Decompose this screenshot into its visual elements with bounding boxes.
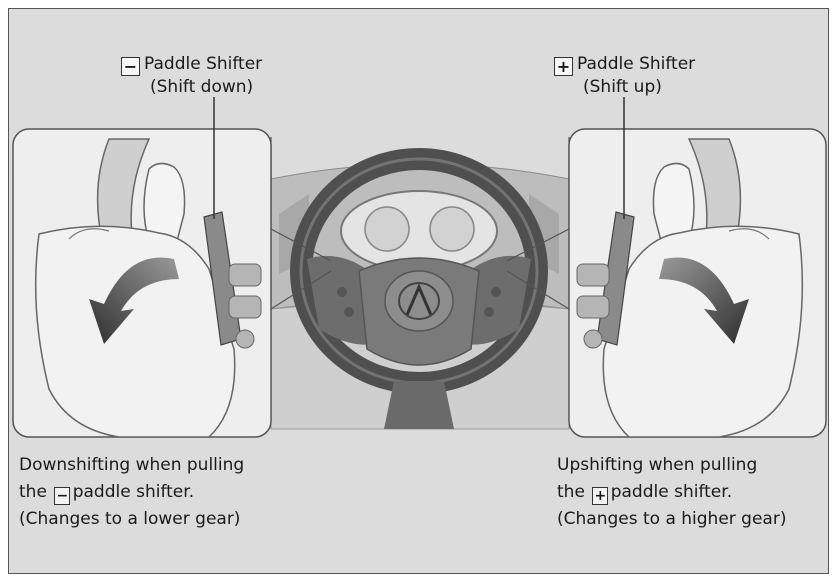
left-caption: Downshifting when pulling the − paddle s… bbox=[19, 452, 244, 533]
left-callout-title: Paddle Shifter bbox=[144, 54, 262, 74]
diagram-frame: −Paddle Shifter (Shift down) +Paddle Shi… bbox=[8, 8, 829, 574]
left-caption-paddle-text: paddle shifter. bbox=[73, 482, 194, 502]
left-zoom-panel bbox=[13, 129, 271, 437]
left-callout-subtitle: (Shift down) bbox=[150, 77, 253, 97]
right-caption: Upshifting when pulling the + paddle shi… bbox=[557, 452, 786, 533]
right-caption-the: the bbox=[557, 482, 585, 502]
right-callout-title: Paddle Shifter bbox=[577, 54, 695, 74]
plus-key-inline-icon: + bbox=[592, 487, 608, 505]
right-caption-line1: Upshifting when pulling bbox=[557, 452, 786, 479]
minus-key-icon: − bbox=[121, 57, 140, 76]
plus-key-icon: + bbox=[554, 57, 573, 76]
left-caption-the: the bbox=[19, 482, 47, 502]
right-paddle-callout: +Paddle Shifter (Shift up) bbox=[554, 53, 695, 98]
right-callout-subtitle: (Shift up) bbox=[583, 77, 662, 97]
right-zoom-panel bbox=[569, 129, 826, 437]
right-caption-paddle-text: paddle shifter. bbox=[611, 482, 732, 502]
right-caption-line3: (Changes to a higher gear) bbox=[557, 506, 786, 533]
left-caption-line3: (Changes to a lower gear) bbox=[19, 506, 244, 533]
minus-key-inline-icon: − bbox=[54, 487, 70, 505]
left-paddle-callout: −Paddle Shifter (Shift down) bbox=[121, 53, 262, 98]
left-caption-line1: Downshifting when pulling bbox=[19, 452, 244, 479]
